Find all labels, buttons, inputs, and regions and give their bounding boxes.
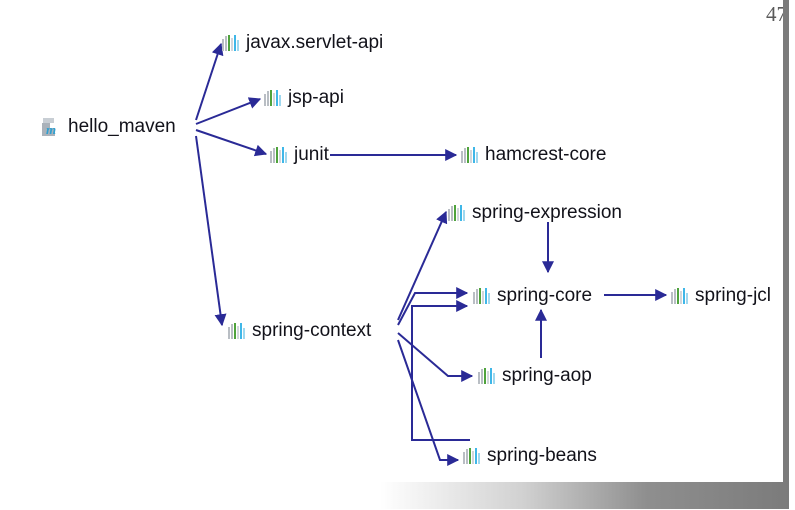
node-spring-expression[interactable]: spring-expression [448,200,622,226]
node-label: spring-beans [487,445,597,466]
node-junit[interactable]: junit [270,142,329,168]
node-spring-context[interactable]: spring-context [228,318,371,344]
page-number: 47 [766,2,787,26]
jar-icon [671,288,688,304]
node-label: hamcrest-core [485,144,607,165]
edge-hello_maven-jsp-api [195,97,262,125]
node-jsp-api[interactable]: jsp-api [264,85,344,111]
page-bottom-shadow [380,482,789,509]
edge-hello_maven-spring-context [195,135,227,327]
page-right-border [783,0,789,482]
node-label: jsp-api [288,87,344,108]
edge-spring-beans-spring-core [411,300,470,441]
jar-icon [270,147,287,163]
jar-icon [473,288,490,304]
node-javax-servlet-api[interactable]: javax.servlet-api [222,30,383,56]
node-label: junit [294,144,329,165]
jar-icon [448,205,465,221]
node-spring-aop[interactable]: spring-aop [478,363,592,389]
node-label: spring-expression [472,202,622,223]
edge-spring-context-spring-aop [397,332,474,382]
edge-hello_maven-junit [195,129,268,157]
node-label: spring-aop [502,365,592,386]
node-label: spring-jcl [695,285,772,306]
jar-icon [478,368,495,384]
node-label: hello_maven [68,116,176,137]
node-label: spring-core [497,285,593,306]
node-label: javax.servlet-api [246,32,384,53]
edge-hello_maven-javax-servlet-api [195,42,224,121]
jar-icon [463,448,480,464]
jar-icon [264,90,281,106]
edge-spring-context-spring-core [397,287,469,326]
node-hamcrest-core[interactable]: hamcrest-core [461,142,606,168]
jar-icon [222,35,239,51]
jar-icon [228,323,245,339]
node-label: spring-context [252,320,372,341]
jar-icon [461,147,478,163]
maven-project-icon: m [42,117,61,137]
node-spring-beans[interactable]: spring-beans [463,443,597,469]
node-spring-jcl[interactable]: spring-jcl [671,283,771,309]
edge-spring-context-spring-expression [397,210,448,321]
node-spring-core[interactable]: spring-core [473,283,592,309]
node-hello_maven[interactable]: m hello_maven [42,114,176,140]
